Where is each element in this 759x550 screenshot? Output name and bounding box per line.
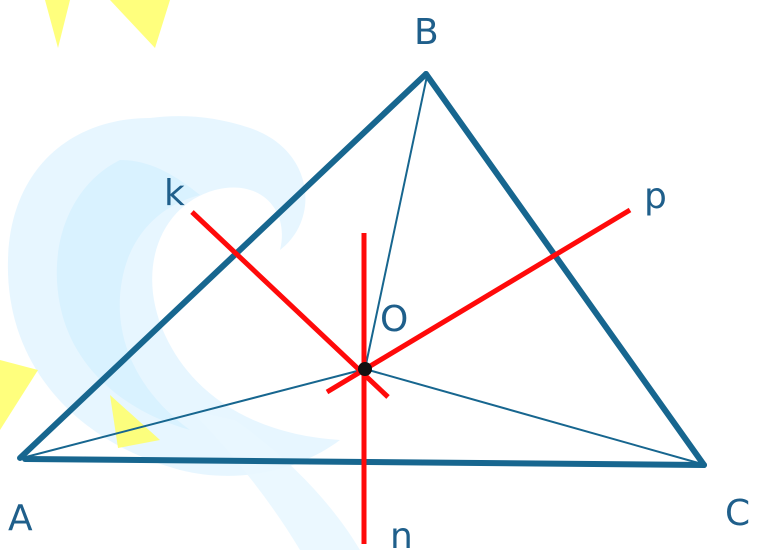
- perpendicular-bisectors: [190, 207, 632, 544]
- point-o: [358, 362, 372, 376]
- segment-oa: [21, 368, 366, 459]
- label-k: k: [164, 173, 185, 214]
- background-decoration: [0, 0, 360, 550]
- label-o: O: [380, 299, 408, 340]
- label-p: p: [644, 176, 667, 217]
- bisector-k: [190, 210, 390, 399]
- label-a: A: [8, 498, 33, 539]
- background-ray-4: [110, 395, 160, 448]
- side-ab: [17, 71, 429, 461]
- background-ray-3: [0, 360, 38, 430]
- label-n: n: [390, 516, 413, 550]
- label-c: C: [725, 493, 750, 534]
- label-b: B: [414, 12, 439, 53]
- background-swirl-tail: [190, 410, 360, 550]
- radii: [21, 75, 703, 465]
- side-bc: [423, 71, 707, 468]
- background-ray-1: [45, 0, 70, 48]
- background-swirl-inner: [56, 160, 200, 430]
- segment-oc: [364, 368, 703, 465]
- segment-ob: [364, 75, 428, 370]
- bisector-p: [325, 207, 632, 395]
- background-ray-2: [110, 0, 170, 48]
